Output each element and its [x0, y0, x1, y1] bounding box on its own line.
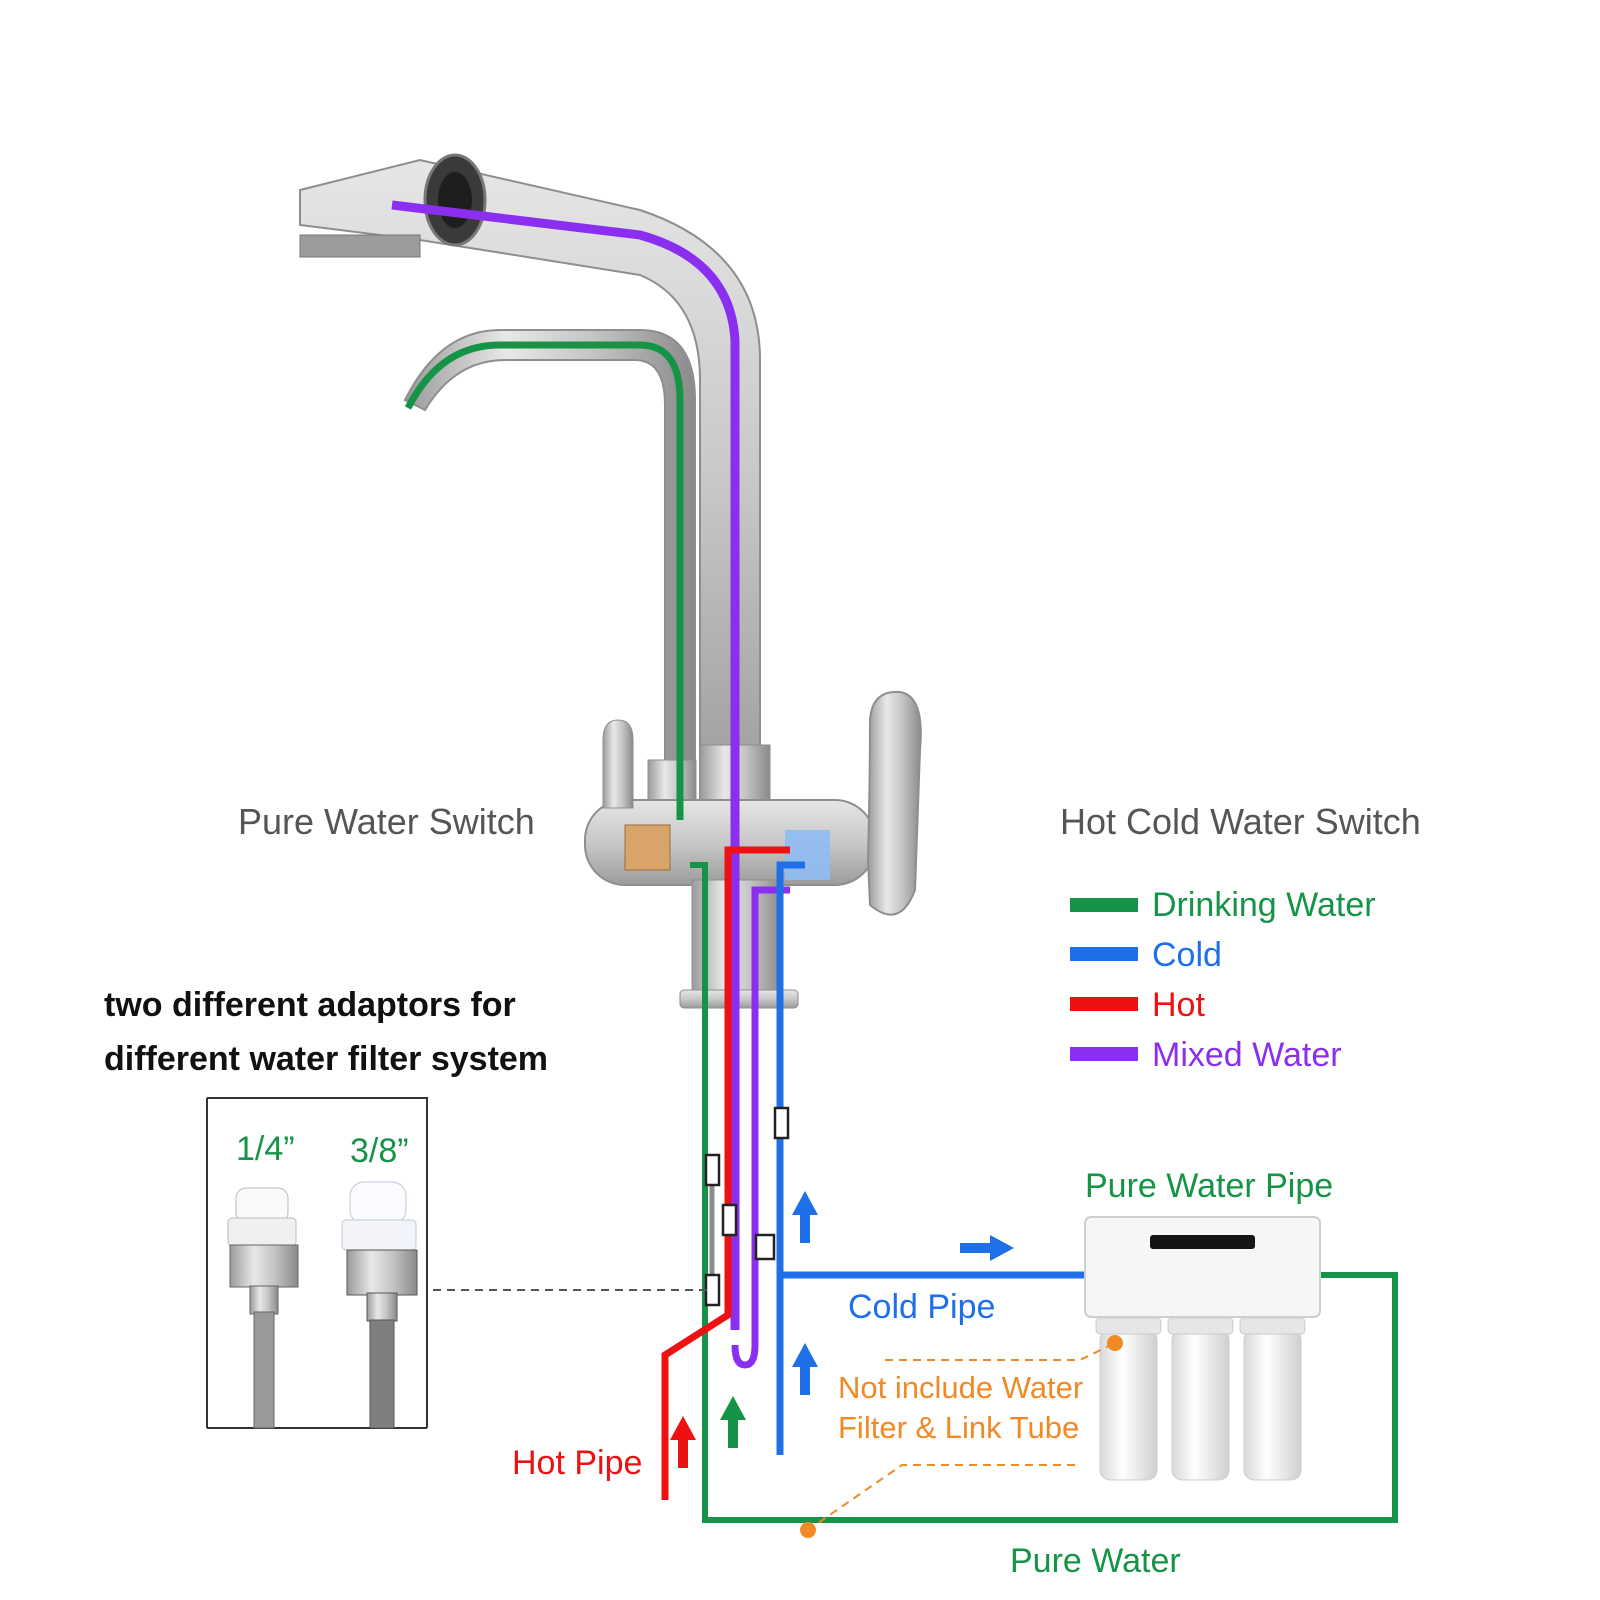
hot-cold-lever [866, 690, 922, 916]
drinking-spout [403, 329, 696, 791]
size-quarter-label: 1/4” [236, 1130, 295, 1168]
legend-swatch-mixed [1070, 1047, 1138, 1061]
filter-canister-2 [1171, 1329, 1230, 1481]
drinking-spout-line [404, 341, 684, 820]
faucet [299, 153, 922, 1009]
filter-canister-3 [1243, 1329, 1302, 1481]
pipe-connectors [704, 1106, 790, 1307]
hot-line [661, 846, 790, 1500]
pure-water-pipe-label: Pure Water Pipe [1085, 1167, 1333, 1205]
not-include-line2: Filter & Link Tube [838, 1410, 1079, 1445]
legend: Drinking Water Cold Hot Mixed Water [1070, 886, 1376, 1074]
legend-swatch-cold [1070, 947, 1138, 961]
adaptor-quarter-inch [227, 1187, 299, 1429]
drinking-arrow [720, 1396, 746, 1448]
main-spout [299, 158, 761, 801]
legend-swatch-hot [1070, 997, 1138, 1011]
hot-pipe-label: Hot Pipe [512, 1444, 642, 1482]
water-filter-system [1084, 1216, 1321, 1481]
cold-pipe-label: Cold Pipe [848, 1288, 995, 1326]
flow-arrows [670, 1191, 1014, 1468]
cold-arrow-right [960, 1235, 1014, 1261]
mixed-return-line [731, 886, 790, 1369]
hot-arrow [670, 1416, 696, 1468]
adaptors-heading-line1: two different adaptors for [104, 986, 516, 1024]
legend-swatch-drinking [1070, 898, 1138, 912]
legend-label-hot: Hot [1152, 986, 1205, 1024]
not-include-line1: Not include Water [838, 1370, 1083, 1405]
pure-water-switch-label: Pure Water Switch [238, 801, 535, 842]
legend-label-mixed: Mixed Water [1152, 1036, 1342, 1074]
filter-head [1084, 1216, 1321, 1318]
legend-label-drinking: Drinking Water [1152, 886, 1376, 924]
cold-line [776, 861, 805, 1455]
size-three-eighths-label: 3/8” [350, 1132, 409, 1170]
brass-cartridge [624, 824, 671, 871]
adaptor-inset [206, 1097, 428, 1429]
filter-display [1150, 1235, 1255, 1249]
drinking-supply-line [690, 862, 1398, 1523]
pure-water-lever [602, 719, 634, 809]
cold-arrow-lower [792, 1343, 818, 1395]
mixed-water-spout-line [391, 200, 740, 1330]
adaptors-heading-line2: different water filter system [104, 1040, 548, 1078]
cold-arrow-upper [792, 1191, 818, 1243]
adaptor-three-eighths-inch [341, 1181, 418, 1429]
hot-cold-switch-label: Hot Cold Water Switch [1060, 801, 1421, 842]
filter-canister-1 [1099, 1329, 1158, 1481]
pure-water-label: Pure Water [1010, 1542, 1181, 1580]
legend-label-cold: Cold [1152, 936, 1222, 974]
cold-cartridge [785, 830, 830, 880]
note-pointers [800, 1335, 1123, 1538]
